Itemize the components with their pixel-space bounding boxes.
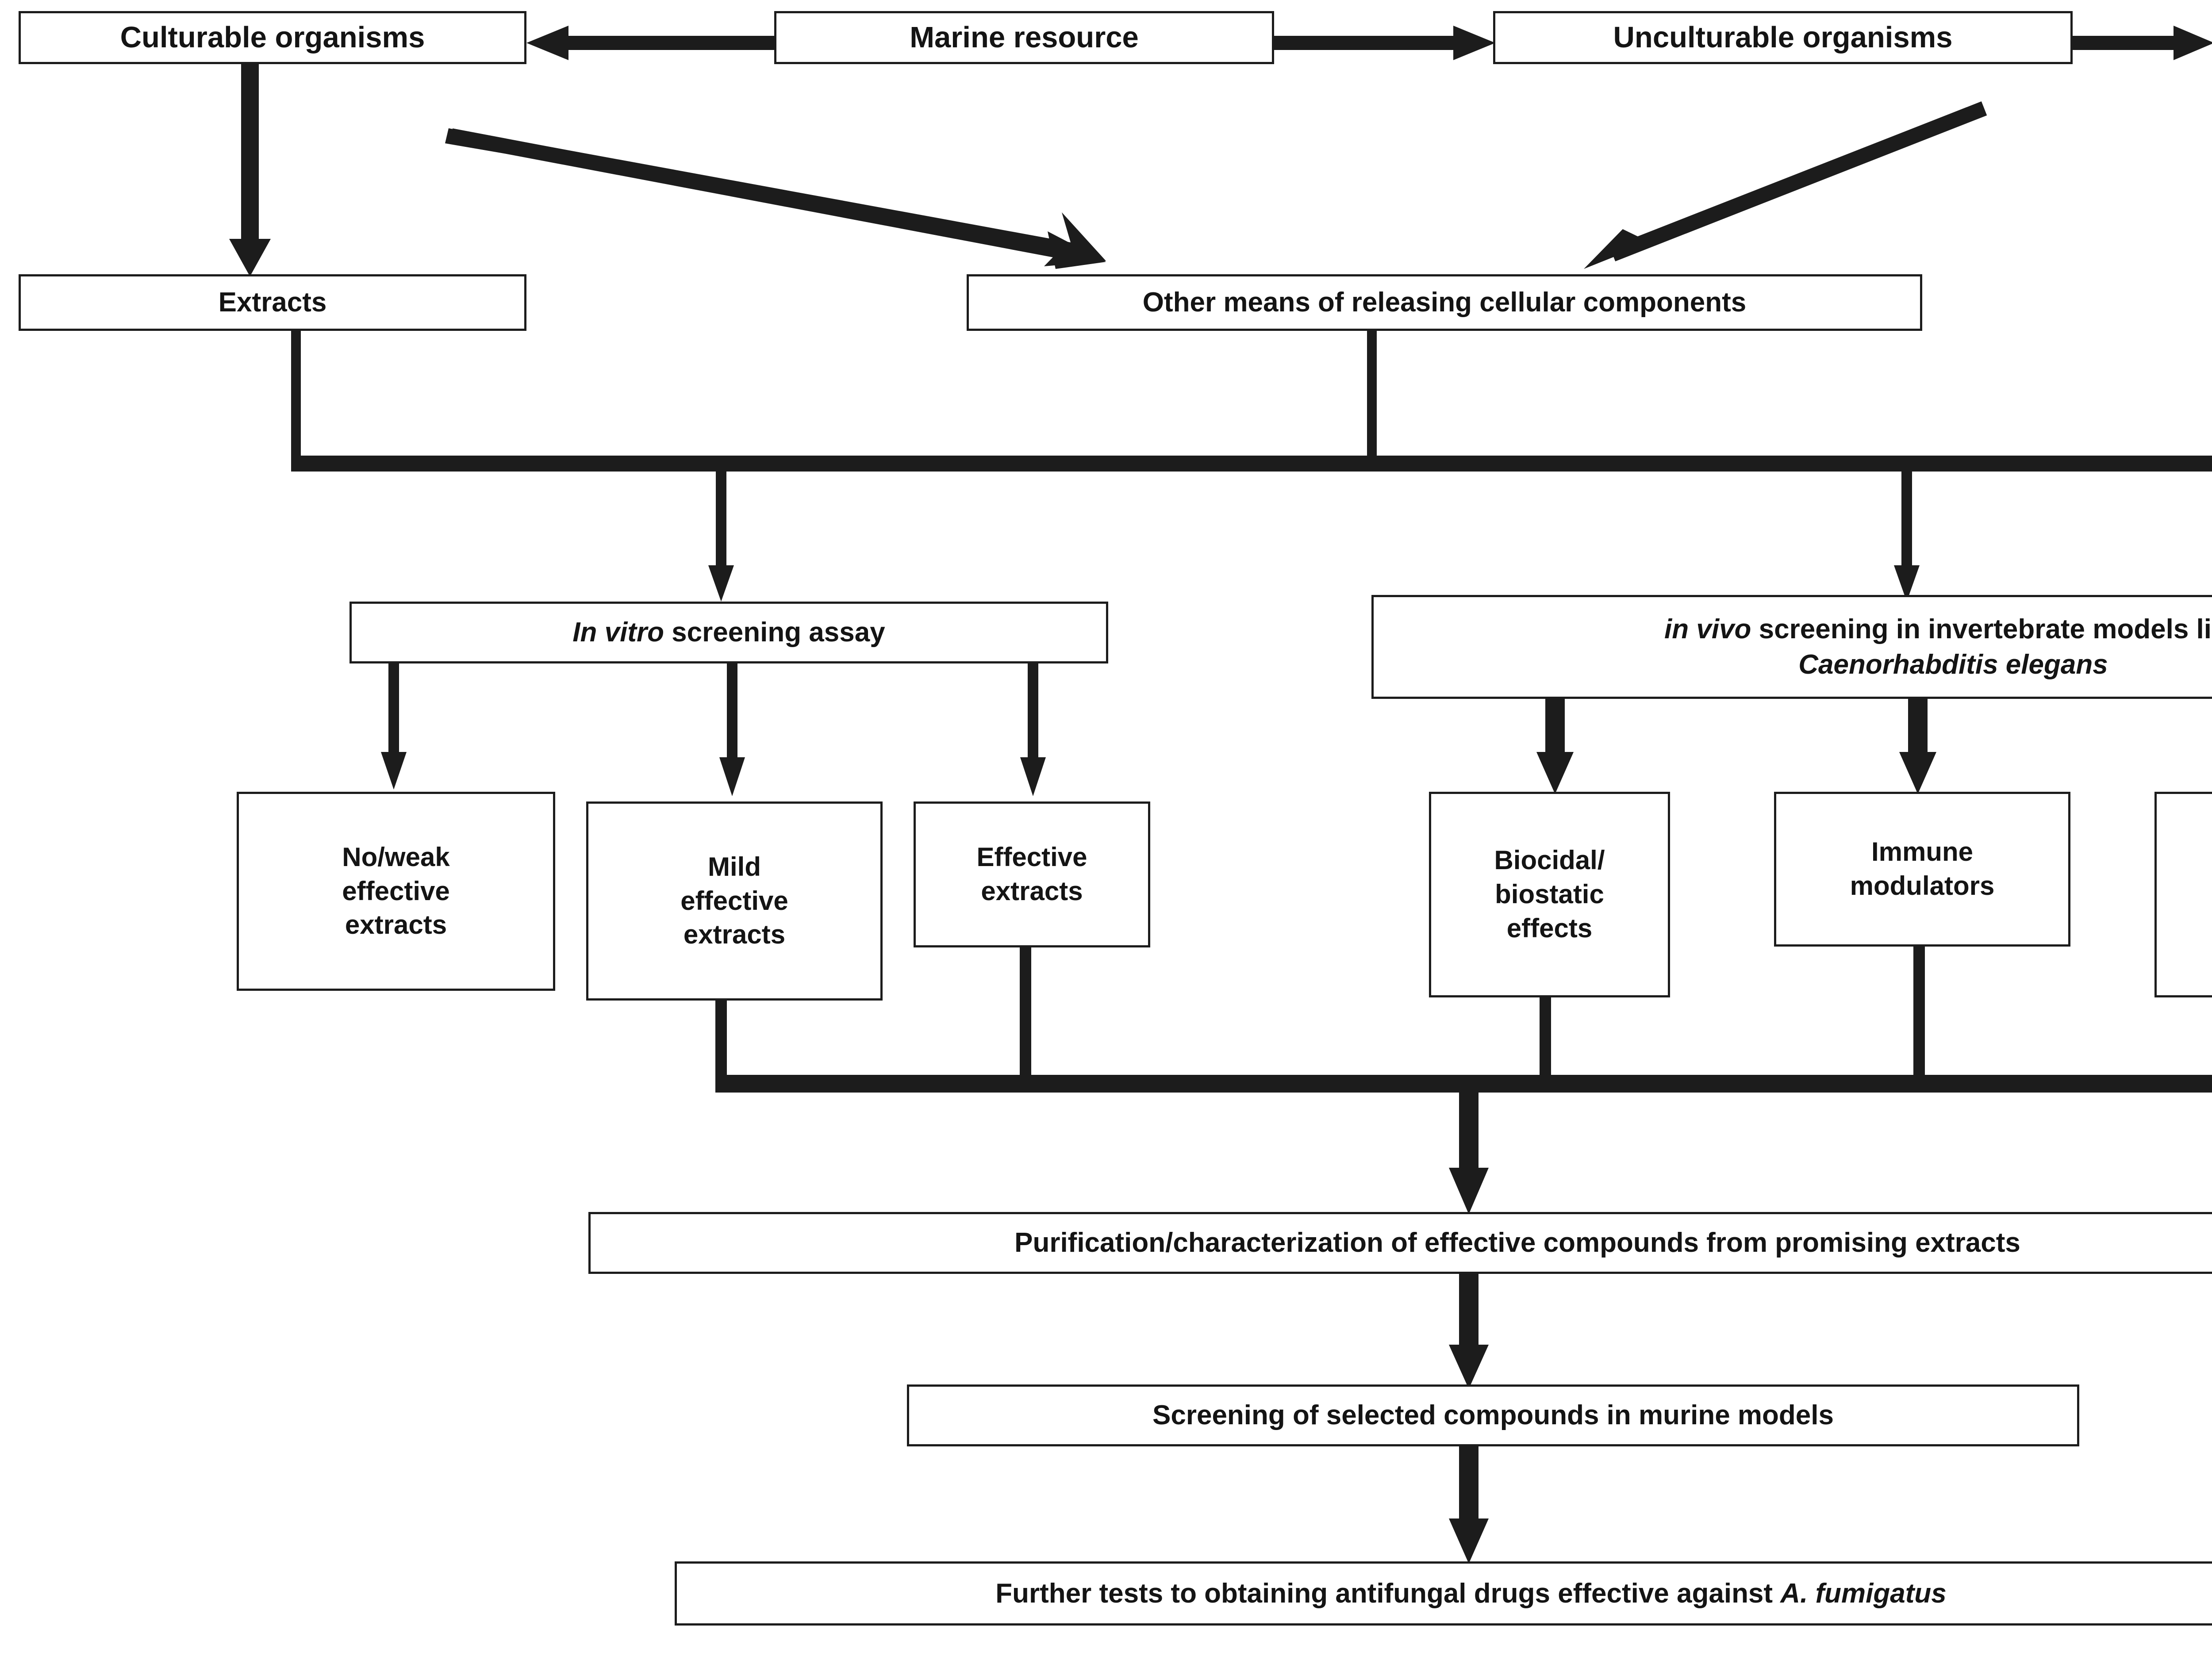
node-label-line3: effects [1506, 913, 1593, 943]
arrow-unculturable-to-varity [2073, 26, 2212, 60]
connector-mild-down [715, 1001, 727, 1085]
node-label: Other means of releasing cellular compon… [1142, 287, 1747, 318]
bus-lower [715, 1075, 2212, 1093]
arrow-marine-to-unculturable [1274, 26, 1495, 60]
node-label-line2: effective [342, 876, 450, 906]
arrow-in-vitro-to-mild [719, 663, 745, 796]
node-label-line1: Mild [708, 851, 761, 882]
node-label: Extracts [218, 287, 327, 318]
in-vivo-rest: screening in invertebrate models like [1751, 614, 2212, 645]
node-label-line1: in vivo screening in invertebrate models… [1380, 612, 2212, 647]
node-label-line3: extracts [345, 910, 447, 940]
node-extracts-left[interactable]: Extracts [19, 274, 526, 331]
further-tests-pre: Further tests to obtaining antifungal dr… [995, 1578, 1781, 1609]
node-label-line1: Immune [1871, 837, 1974, 867]
node-further-tests[interactable]: Further tests to obtaining antifungal dr… [675, 1561, 2212, 1626]
node-blockers-virulence[interactable]: Blockers on production of virulence fact… [2154, 792, 2212, 997]
arrow-in-vivo-to-biocidal [1536, 699, 1574, 794]
node-culturable-organisms[interactable]: Culturable organisms [19, 11, 526, 64]
arrow-bus-upper-to-in-vivo [1894, 469, 1920, 602]
node-effective-extracts[interactable]: Effective extracts [914, 801, 1150, 947]
node-label-line2: production of [2163, 878, 2212, 912]
arrow-murine-to-further-tests [1449, 1446, 1489, 1564]
node-label: Purification/characterization of effecti… [1014, 1227, 2020, 1258]
arrow-in-vitro-to-effective [1020, 663, 1046, 796]
connector-other-means-down [1367, 331, 1377, 464]
arrow-unculturable-to-other-means [1584, 101, 1987, 269]
in-vitro-rest: screening assay [664, 617, 885, 648]
node-label-line1: Blockers on [2163, 844, 2212, 878]
arrow-marine-to-culturable [526, 26, 776, 60]
arrow-bus-upper-to-in-vitro [708, 469, 734, 602]
node-label-line1: No/weak [342, 842, 450, 872]
bus-upper [291, 456, 2212, 472]
arrow-culturable-to-extracts-left [229, 64, 271, 276]
arrow-culturable-to-other-means [445, 128, 1106, 269]
node-label-line1: Biocidal/ [1494, 845, 1605, 875]
node-label: Culturable organisms [120, 21, 425, 54]
node-murine-screening[interactable]: Screening of selected compounds in murin… [907, 1384, 2079, 1446]
node-label-line2: modulators [1850, 871, 1995, 901]
connector-immune-down [1913, 947, 1925, 1085]
node-label-line2: extracts [981, 876, 1083, 906]
connector-biocidal-down [1540, 997, 1551, 1085]
connector-effective-down [1020, 947, 1031, 1085]
arrow-purification-to-murine [1449, 1274, 1489, 1389]
node-in-vitro-screening[interactable]: In vitro screening assay [349, 602, 1108, 663]
node-purification[interactable]: Purification/characterization of effecti… [588, 1212, 2212, 1274]
node-label: In vitro screening assay [358, 615, 1100, 650]
node-unculturable-organisms[interactable]: Unculturable organisms [1493, 11, 2073, 64]
node-marine-resource[interactable]: Marine resource [774, 11, 1274, 64]
node-label: Unculturable organisms [1613, 21, 1953, 54]
arrow-in-vitro-to-no-weak [381, 663, 407, 790]
node-label-line3: extracts [683, 920, 786, 950]
node-label-line1: Effective [976, 842, 1087, 872]
node-label-line3: virulence factors [2163, 912, 2212, 946]
arrow-in-vivo-to-immune [1899, 699, 1936, 794]
node-no-weak-extracts[interactable]: No/weak effective extracts [237, 792, 555, 991]
node-label-line2: effective [680, 886, 788, 916]
in-vivo-italic: in vivo [1664, 614, 1751, 645]
in-vivo-species: Caenorhabditis elegans [1798, 649, 2108, 680]
node-label: Screening of selected compounds in murin… [1152, 1400, 1834, 1431]
node-label-line2: biostatic [1495, 879, 1604, 909]
arrow-bus-lower-to-purification [1449, 1090, 1489, 1214]
node-mild-effective-extracts[interactable]: Mild effective extracts [586, 801, 883, 1001]
node-label: Marine resource [910, 21, 1139, 54]
node-other-means[interactable]: Other means of releasing cellular compon… [967, 274, 1922, 331]
node-immune-modulators[interactable]: Immune modulators [1774, 792, 2070, 947]
further-tests-species: A. fumigatus [1780, 1578, 1947, 1609]
node-label: Further tests to obtaining antifungal dr… [683, 1576, 2212, 1611]
in-vitro-italic: In vitro [572, 617, 664, 648]
connector-extracts-left-down [291, 331, 301, 464]
node-in-vivo-screening[interactable]: in vivo screening in invertebrate models… [1371, 595, 2212, 699]
node-biocidal-biostatic[interactable]: Biocidal/ biostatic effects [1429, 792, 1670, 997]
